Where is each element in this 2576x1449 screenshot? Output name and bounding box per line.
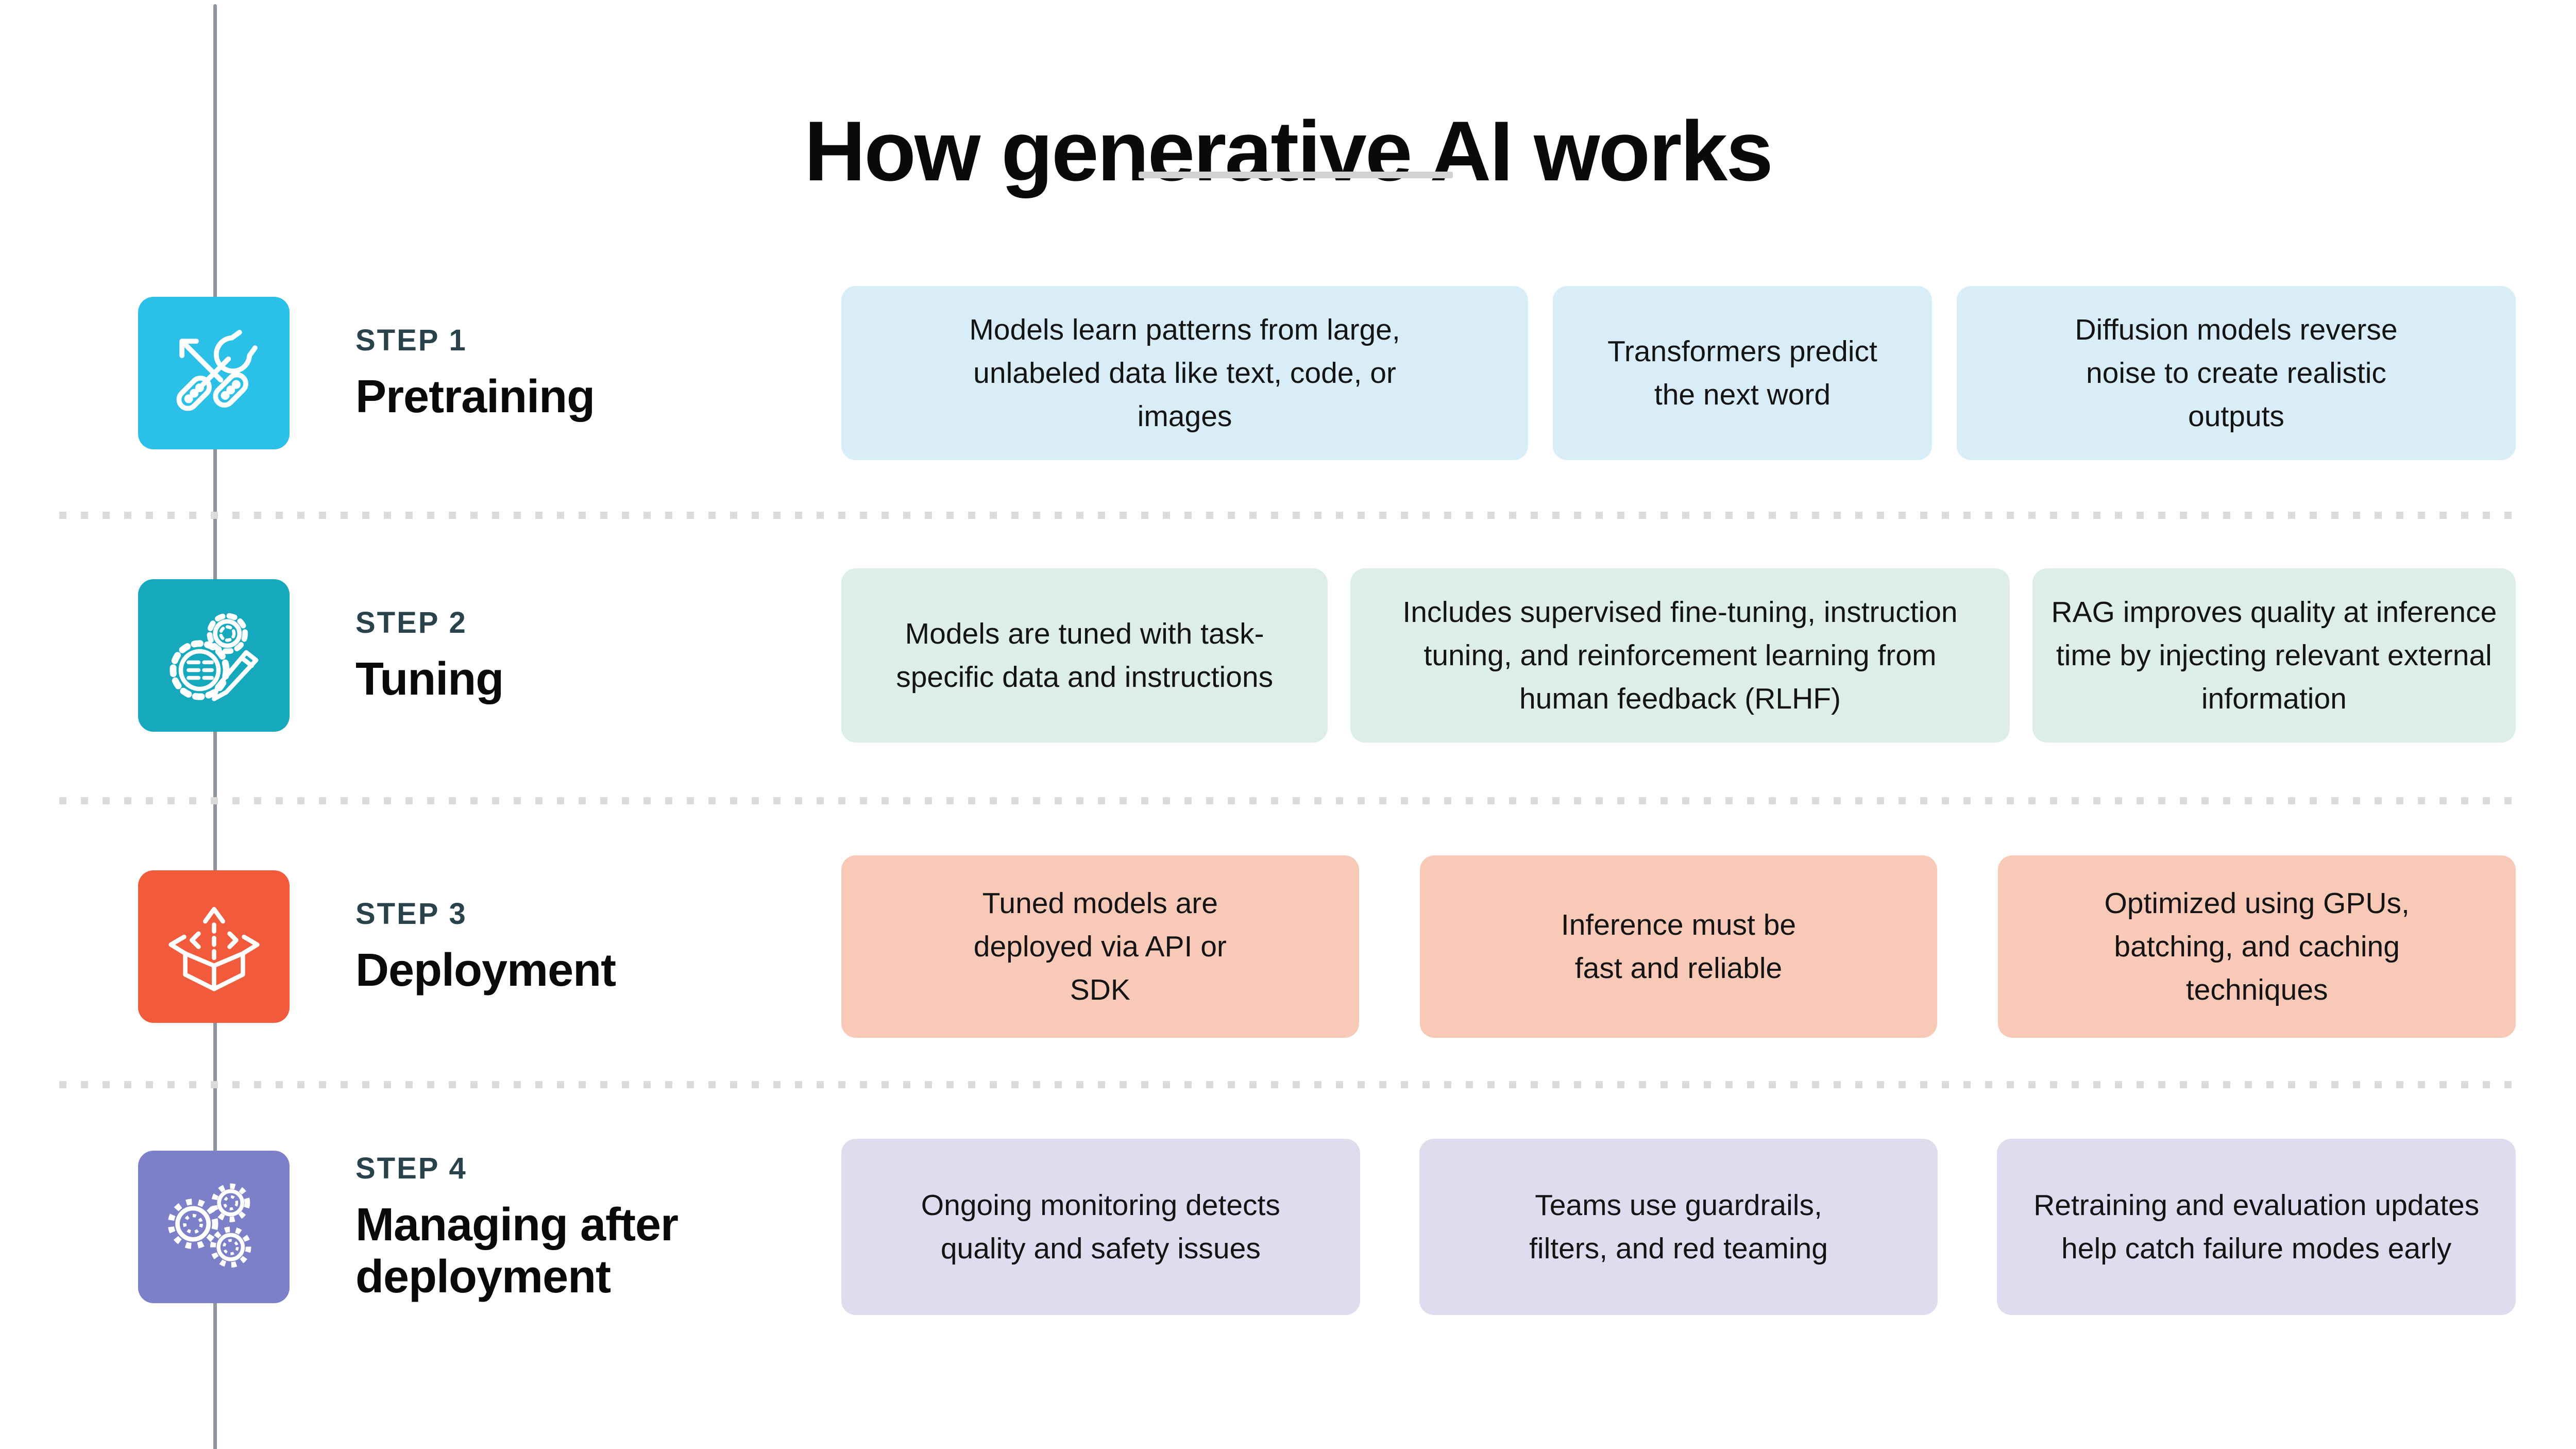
row-separator — [59, 512, 2517, 519]
card-text: Models learn patterns from large, unlabe… — [969, 313, 1400, 433]
step-text-block: STEP 1 Pretraining — [355, 286, 799, 460]
step-label: STEP 3 — [355, 897, 467, 931]
card: Optimized using GPUs, batching, and cach… — [1998, 855, 2516, 1038]
step-label: STEP 2 — [355, 606, 467, 640]
card: Transformers predict the next word — [1553, 286, 1932, 460]
gears-pencil-icon — [138, 579, 290, 732]
title-underline — [1139, 172, 1453, 178]
card-group: Models learn patterns from large, unlabe… — [841, 286, 2516, 460]
three-gears-icon-glyph — [167, 1183, 251, 1268]
page-title: How generative AI works — [804, 103, 1773, 198]
card: Includes supervised fine-tuning, instruc… — [1350, 568, 2010, 743]
card-text: Optimized using GPUs, batching, and cach… — [2104, 887, 2410, 1006]
step-row-pretraining: STEP 1 Pretraining Models learn patterns… — [0, 286, 2576, 460]
gears-pencil-icon-glyph — [170, 613, 258, 701]
step-title: Tuning — [355, 653, 504, 705]
card: Diffusion models reverse noise to create… — [1956, 286, 2516, 460]
card-text: Ongoing monitoring detects quality and s… — [921, 1189, 1280, 1265]
card: Teams use guardrails, filters, and red t… — [1419, 1139, 1938, 1315]
card: Models learn patterns from large, unlabe… — [841, 286, 1529, 460]
step-title: Managing after deployment — [355, 1199, 679, 1303]
card: Ongoing monitoring detects quality and s… — [841, 1139, 1360, 1315]
step-row-deployment: STEP 3 Deployment Tuned models are deplo… — [0, 855, 2576, 1038]
card: Tuned models are deployed via API or SDK — [841, 855, 1359, 1038]
card: Models are tuned with task-specific data… — [841, 568, 1328, 743]
deploy-box-icon — [138, 870, 290, 1023]
card: Inference must be fast and reliable — [1419, 855, 1938, 1038]
deploy-box-icon-glyph — [168, 906, 260, 991]
card-text: Retraining and evaluation updates help c… — [2033, 1189, 2480, 1265]
card-text: Models are tuned with task-specific data… — [896, 617, 1274, 694]
card-text: Tuned models are deployed via API or SDK — [973, 887, 1227, 1006]
step-row-tuning: STEP 2 Tuning Models are tuned with task… — [0, 568, 2576, 743]
card-text: Includes supervised fine-tuning, instruc… — [1402, 596, 1958, 715]
step-text-block: STEP 4 Managing after deployment — [355, 1139, 799, 1315]
step-label: STEP 1 — [355, 324, 467, 358]
card: RAG improves quality at inference time b… — [2032, 568, 2516, 743]
card-text: Diffusion models reverse noise to create… — [2075, 313, 2398, 433]
row-separator — [59, 797, 2517, 804]
tools-icon-glyph — [176, 329, 258, 411]
row-separator — [59, 1081, 2517, 1088]
card-group: Models are tuned with task-specific data… — [841, 568, 2516, 743]
step-label: STEP 4 — [355, 1151, 467, 1185]
card-group: Tuned models are deployed via API or SDK… — [841, 855, 2516, 1038]
card: Retraining and evaluation updates help c… — [1997, 1139, 2516, 1315]
step-title: Deployment — [355, 945, 616, 997]
step-row-managing: STEP 4 Managing after deployment Ongoing… — [0, 1139, 2576, 1315]
card-text: Teams use guardrails, filters, and red t… — [1529, 1189, 1828, 1265]
card-group: Ongoing monitoring detects quality and s… — [841, 1139, 2516, 1315]
card-text: RAG improves quality at inference time b… — [2051, 596, 2497, 715]
step-title: Pretraining — [355, 371, 595, 423]
tools-icon — [138, 297, 290, 449]
step-text-block: STEP 3 Deployment — [355, 855, 799, 1038]
card-text: Inference must be fast and reliable — [1561, 908, 1797, 985]
step-text-block: STEP 2 Tuning — [355, 568, 799, 743]
card-text: Transformers predict the next word — [1607, 335, 1877, 411]
three-gears-icon — [138, 1151, 290, 1303]
